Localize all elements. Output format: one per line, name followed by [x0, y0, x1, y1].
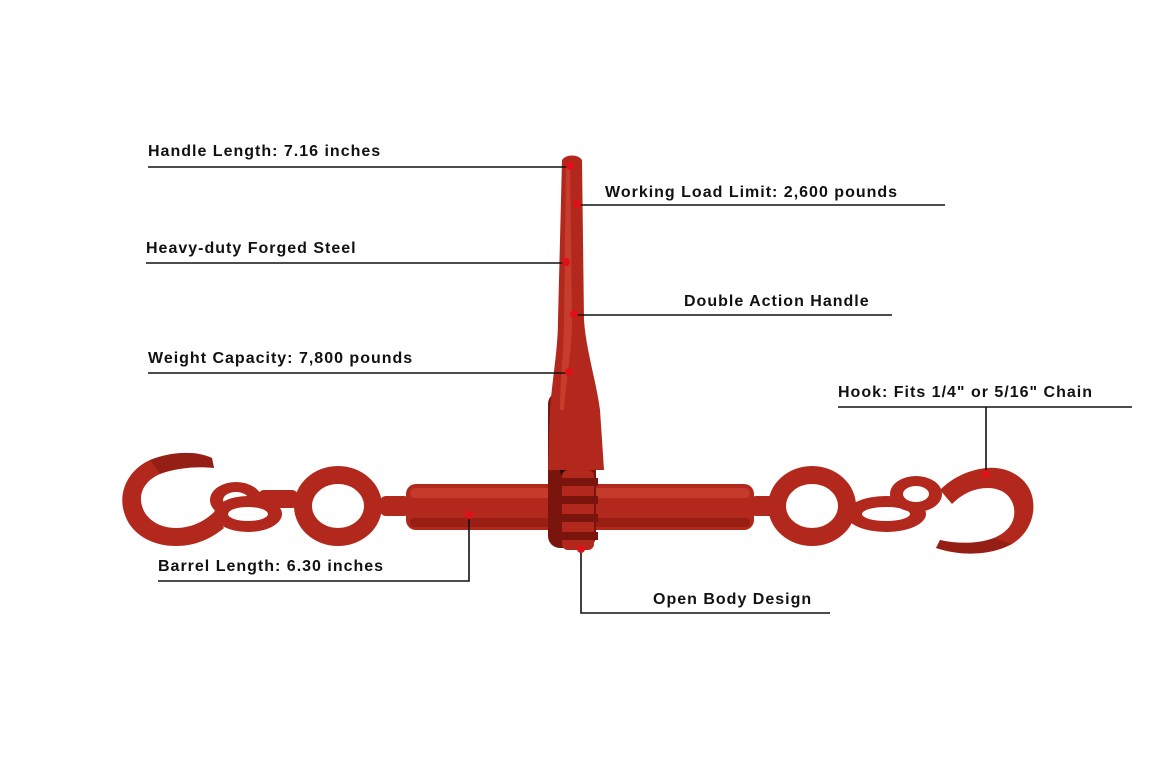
dot-working-load — [573, 200, 581, 208]
label-double-action-handle: Double Action Handle — [684, 293, 870, 310]
dot-handle-length — [566, 162, 574, 170]
dot-forged-steel — [562, 258, 570, 266]
dot-hook — [982, 470, 990, 478]
label-barrel-length: Barrel Length: 6.30 inches — [158, 558, 385, 575]
dot-double-action — [570, 310, 578, 318]
left-grab-hook — [122, 452, 298, 546]
label-weight-capacity: Weight Capacity: 7,800 pounds — [148, 350, 414, 367]
label-handle-length: Handle Length: 7.16 inches — [148, 143, 382, 160]
marker-dots — [465, 162, 990, 553]
label-open-body-design: Open Body Design — [653, 591, 813, 608]
right-grab-hook — [890, 467, 1034, 554]
leader-lines — [146, 166, 1132, 614]
left-chain-link — [214, 466, 410, 546]
leader-open-body — [580, 550, 830, 614]
dot-weight-capacity — [565, 368, 573, 376]
label-hook: Hook: Fits 1/4" or 5/16" Chain — [838, 384, 1093, 401]
label-working-load-limit: Working Load Limit: 2,600 pounds — [605, 184, 899, 201]
label-forged-steel: Heavy-duty Forged Steel — [146, 240, 357, 257]
leader-barrel-length — [158, 516, 470, 582]
dot-barrel-length — [465, 511, 473, 519]
dot-open-body — [577, 545, 585, 553]
